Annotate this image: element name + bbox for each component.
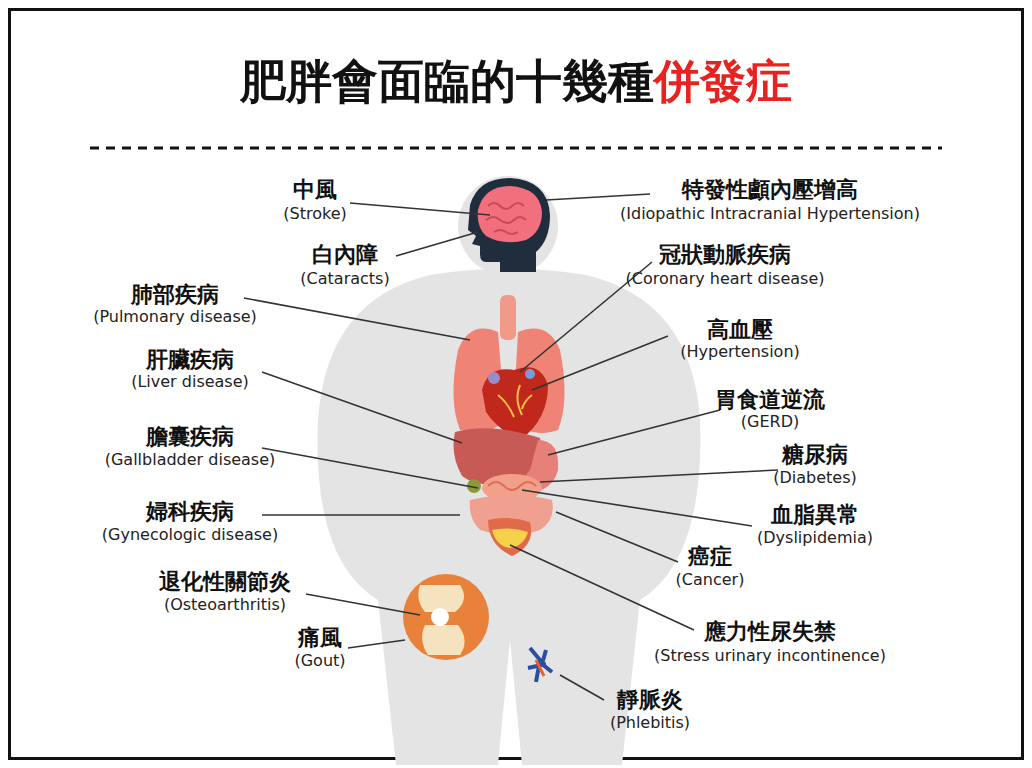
english-name: (Idiopathic Intracranial Hypertension) bbox=[620, 205, 920, 223]
disease-name: 應力性尿失禁 bbox=[704, 620, 836, 644]
english-name: (Stroke) bbox=[283, 205, 346, 223]
english-name: (Hypertension) bbox=[680, 343, 800, 361]
english-name: (Liver disease) bbox=[131, 373, 249, 391]
english-name: (Pulmonary disease) bbox=[93, 308, 257, 326]
english-name: (Diabetes) bbox=[773, 469, 857, 487]
disease-name: 退化性關節炎 bbox=[159, 570, 291, 594]
disease-name: 冠狀動脈疾病 bbox=[659, 243, 791, 267]
disease-name: 肺部疾病 bbox=[131, 283, 219, 307]
english-name: (GERD) bbox=[741, 413, 799, 431]
disease-name: 膽囊疾病 bbox=[146, 425, 234, 449]
english-name: (Stress urinary incontinence) bbox=[654, 647, 886, 665]
title: 肥胖會面臨的十幾種併發症 bbox=[240, 54, 792, 109]
english-name: (Cataracts) bbox=[300, 270, 389, 288]
english-name: (Coronary heart disease) bbox=[625, 270, 824, 288]
disease-name: 癌症 bbox=[688, 545, 732, 569]
disease-name: 特發性顱內壓增高 bbox=[682, 178, 858, 202]
english-name: (Dyslipidemia) bbox=[757, 529, 873, 547]
english-name: (Phlebitis) bbox=[610, 714, 690, 732]
disease-name: 白內障 bbox=[312, 243, 378, 267]
disease-name: 胃食道逆流 bbox=[715, 388, 825, 412]
disease-name: 高血壓 bbox=[707, 318, 773, 342]
disease-name: 婦科疾病 bbox=[146, 500, 234, 524]
english-name: (Osteoarthritis) bbox=[164, 596, 286, 614]
disease-name: 痛風 bbox=[298, 626, 342, 650]
disease-name: 中風 bbox=[293, 178, 337, 202]
disease-name: 血脂異常 bbox=[771, 503, 859, 527]
english-name: (Gynecologic disease) bbox=[102, 526, 278, 544]
english-name: (Cancer) bbox=[676, 571, 745, 589]
english-name: (Gallbladder disease) bbox=[105, 451, 276, 469]
english-name: (Gout) bbox=[294, 652, 345, 670]
disease-name: 靜脈炎 bbox=[617, 688, 683, 712]
disease-name: 糖尿病 bbox=[782, 443, 848, 467]
disease-name: 肝臟疾病 bbox=[146, 348, 234, 372]
